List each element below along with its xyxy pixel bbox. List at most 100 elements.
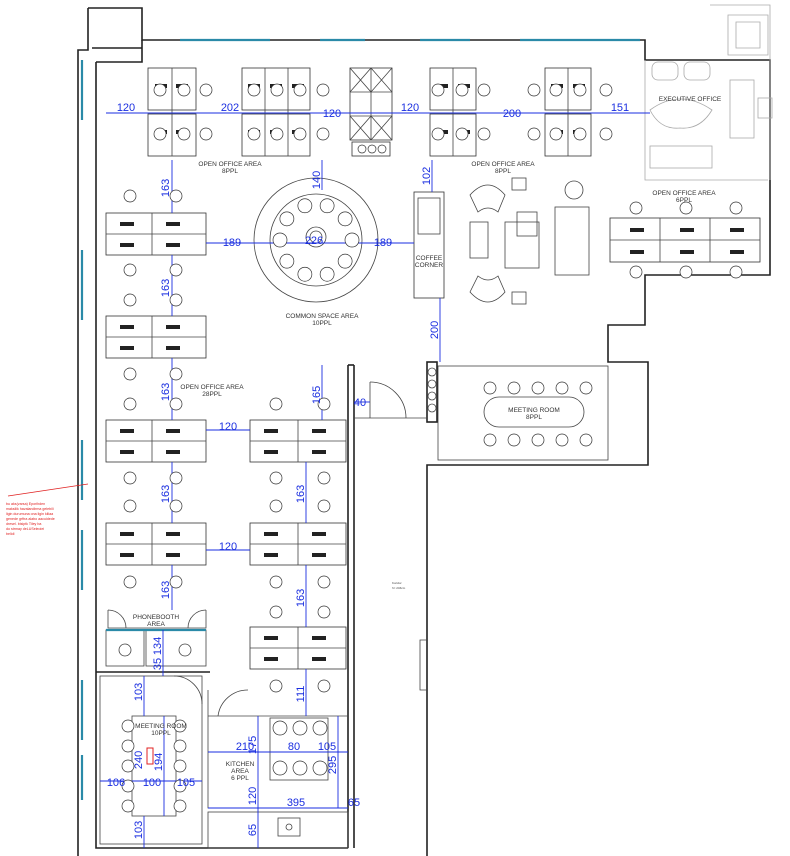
dim-163e: 163 [295,485,307,503]
desk-cluster-right [609,217,761,263]
label-common-space-cap: 10PPL [312,320,332,327]
chair [555,381,569,395]
chair [573,83,587,97]
chair [269,679,283,693]
dim-111: 111 [295,686,307,703]
chair [629,265,643,279]
note-line-1: bu aks(varsa) Eporihden [6,502,45,506]
label-meeting-room: MEETING ROOM [508,407,560,414]
chair [431,127,445,141]
chair [477,127,491,141]
dim-140: 140 [311,171,323,189]
label-coffee-2: CORNER [415,262,443,269]
chair [169,263,183,277]
chair [292,720,308,736]
chair [319,266,335,282]
dim-189a: 189 [223,237,241,249]
chair [169,575,183,589]
chair [527,127,541,141]
chair [199,127,213,141]
chair [531,433,545,447]
coffee-corner [413,191,445,299]
label-meeting-room-small-cap: 10PPL [151,730,171,737]
dim-163c: 163 [160,383,172,401]
chair [312,720,328,736]
chair [579,381,593,395]
dim-189b: 189 [374,237,392,249]
dim-80: 80 [288,741,300,753]
lounge [469,177,590,305]
label-kitchen-cap: 6 PPL [231,775,249,782]
chair [121,759,135,773]
chair [272,232,288,248]
chair [527,83,541,97]
label-open-office-main: OPEN OFFICE AREA [180,384,244,391]
chair [679,265,693,279]
label-open-office-top-left: OPEN OFFICE AREA [198,161,262,168]
dim-103b: 103 [133,821,145,839]
chair [169,499,183,513]
chair [173,719,187,733]
chair [507,381,521,395]
chair [270,83,284,97]
chair [121,799,135,813]
label-meeting-room-cap: 8PPL [526,414,542,421]
chair [270,127,284,141]
chair [169,471,183,485]
red-annotation-note: bu aks(varsa) Eporihden maksilik havalan… [6,483,89,536]
chair [269,397,283,411]
chair [123,367,137,381]
note-line-4: genede grftra alabo aacuidede [6,517,55,521]
dim-40: 40 [354,397,366,409]
chair [549,83,563,97]
dim-105b: 105 [177,777,195,789]
label-open-office-main-cap: 28PPL [202,391,222,398]
chair [599,127,613,141]
dim-120c: 120 [401,102,419,114]
label-open-office-top-right: OPEN OFFICE AREA [471,161,535,168]
label-common-space: COMMON SPACE AREA [286,313,360,320]
dimension-lines [100,112,650,848]
dim-120e: 120 [219,541,237,553]
dim-163b: 163 [160,279,172,297]
chair [123,189,137,203]
chair [123,397,137,411]
chair [316,127,330,141]
chair [199,83,213,97]
chair [316,83,330,97]
chair [123,293,137,307]
dim-395: 395 [287,797,305,809]
chair [312,760,328,776]
dim-65b: 65 [247,824,259,836]
label-phonebooth-1: PHONEBOOTH [133,614,180,621]
common-space-round-table [253,177,379,303]
chair [247,127,261,141]
dim-202: 202 [221,102,239,114]
dim-240: 240 [133,751,145,769]
dim-200b: 200 [429,321,441,339]
label-coffee-1: COFFEE [416,255,443,262]
chair [293,83,307,97]
chair [173,759,187,773]
dim-103a: 103 [133,683,145,701]
chair [431,83,445,97]
chair [169,293,183,307]
chair [293,127,307,141]
dim-106: 106 [107,777,125,789]
dim-151: 151 [611,102,629,114]
dim-65a: 65 [348,797,360,809]
label-open-office-right: OPEN OFFICE AREA [652,190,716,197]
locker-block [349,67,393,157]
label-corridor-1: Koridor [392,581,402,585]
dim-163g: 163 [295,589,307,607]
dim-163f: 163 [160,581,172,599]
chair [483,433,497,447]
chair [297,198,313,214]
note-line-6: do strmay deLUSeleoiei [6,527,44,531]
chair [317,397,331,411]
dim-295: 295 [327,756,339,774]
dim-194: 194 [153,753,165,771]
label-kitchen-2: AREA [231,768,249,775]
chair [297,266,313,282]
